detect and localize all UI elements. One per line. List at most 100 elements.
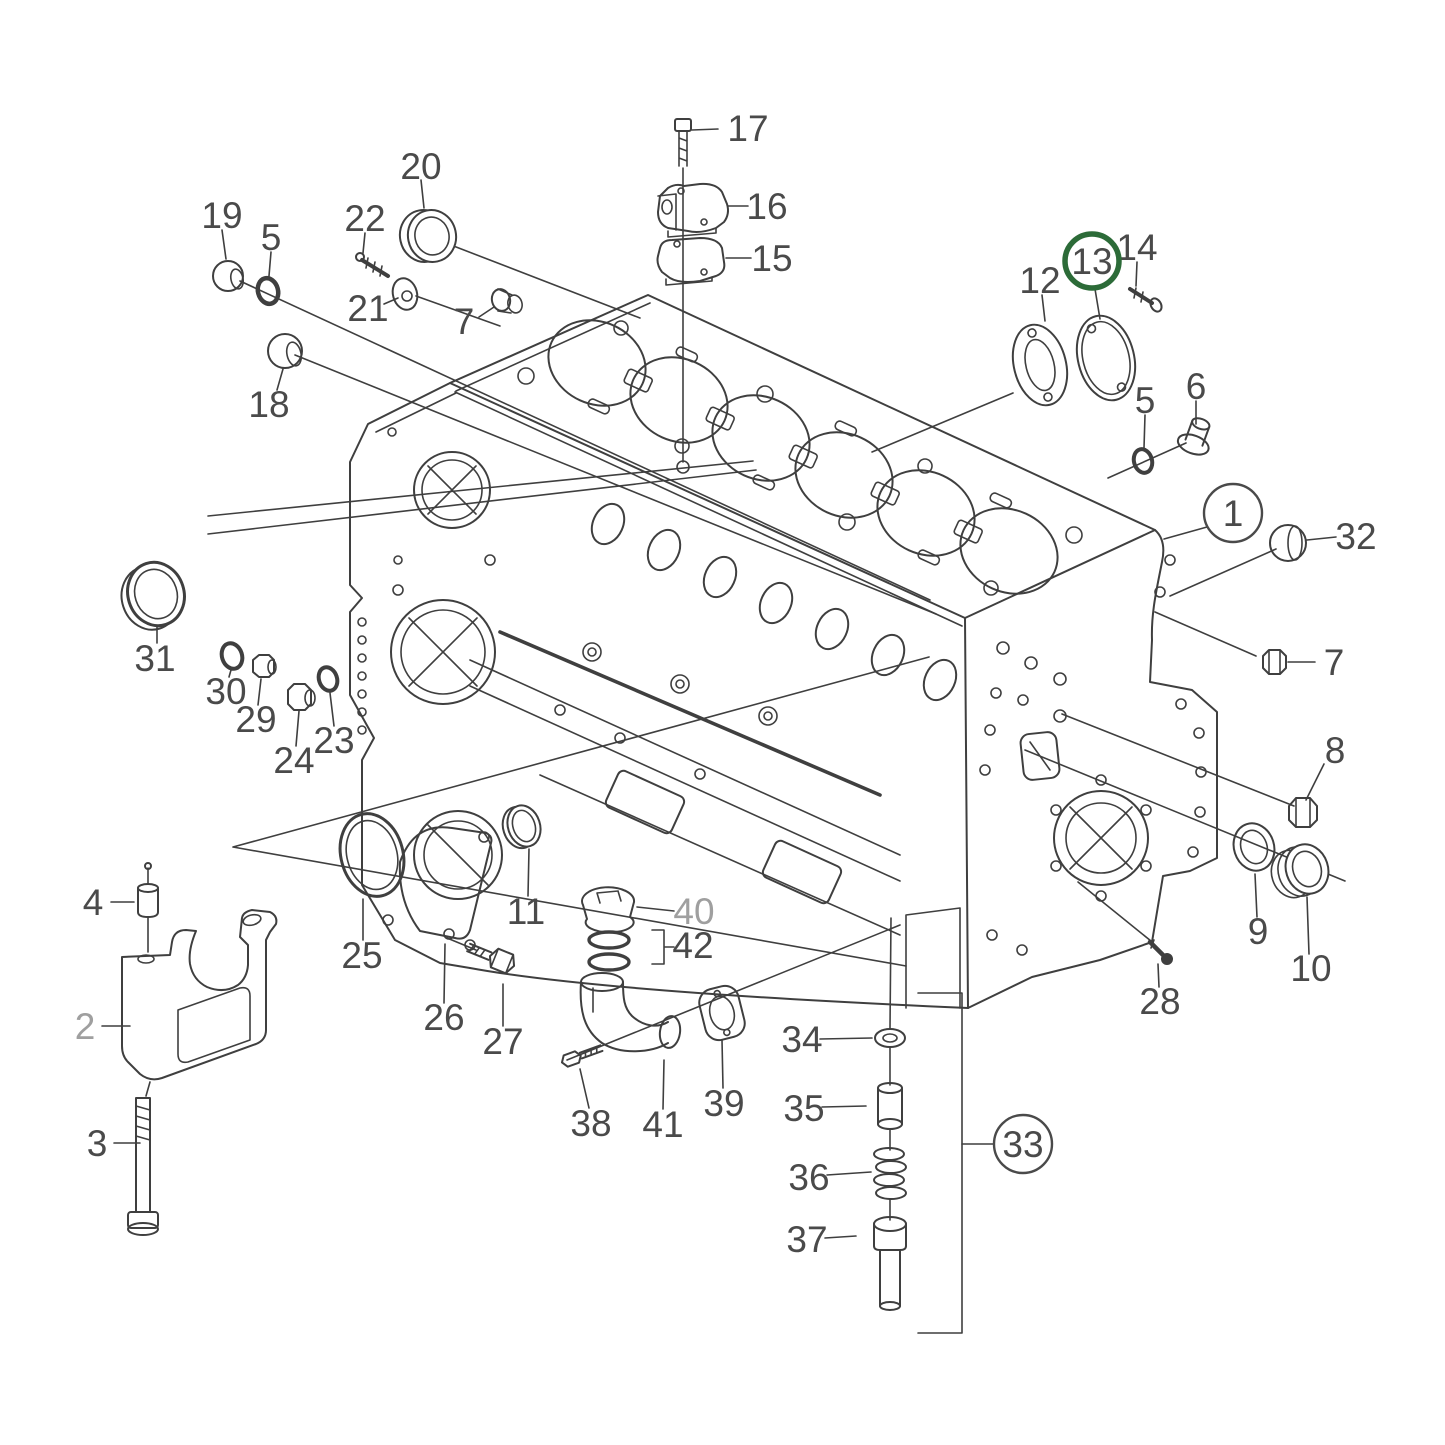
callout-29[interactable]: 29 [235, 699, 276, 740]
callout-38[interactable]: 38 [570, 1103, 611, 1144]
part-2-bearing-cap [121, 909, 278, 1097]
callout-1-circled[interactable]: 1 [1202, 482, 1264, 544]
part-6-plug [1176, 417, 1211, 456]
engine-block-drawing [349, 294, 1218, 1009]
part-42-o-rings [587, 930, 631, 972]
callout-22[interactable]: 22 [344, 198, 385, 239]
callout-32[interactable]: 32 [1335, 516, 1376, 557]
part-27-bolt [466, 942, 516, 975]
part-10-threaded-plug [1270, 843, 1330, 899]
part-5a-sealing-ring [255, 275, 281, 307]
callout-13-highlighted[interactable]: 13 [1062, 231, 1122, 291]
callout-36[interactable]: 36 [788, 1157, 829, 1198]
part-9-ring [1232, 822, 1276, 872]
part-13-cover [1075, 314, 1137, 402]
callout-37[interactable]: 37 [786, 1219, 827, 1260]
part-15-cover [656, 237, 726, 286]
callout-9[interactable]: 9 [1248, 911, 1269, 952]
callout-34[interactable]: 34 [781, 1019, 822, 1060]
part-3-bolt [127, 1097, 159, 1236]
timing-face [349, 382, 503, 969]
callout-7b[interactable]: 7 [1324, 642, 1345, 683]
part-17-bolt [674, 118, 692, 167]
part-5b-sealing-ring [1131, 447, 1155, 475]
callout-23[interactable]: 23 [313, 720, 354, 761]
callout-21[interactable]: 21 [347, 288, 388, 329]
callout-2[interactable]: 2 [75, 1006, 96, 1047]
part-24-plug [287, 683, 316, 711]
part-30-washer [219, 641, 245, 671]
callout-1: 1 [1223, 493, 1244, 534]
callout-leaders [110, 128, 1337, 1239]
callout-31[interactable]: 31 [134, 638, 175, 679]
part-36-spring [873, 1147, 907, 1221]
part-39-gasket [698, 984, 746, 1042]
callout-24[interactable]: 24 [273, 740, 314, 781]
part-25-seal-ring [338, 812, 406, 898]
callout-16[interactable]: 16 [746, 186, 787, 227]
side-face [469, 502, 969, 1009]
callout-labels: 17 20 19 22 5 14 13 12 16 15 21 7 18 6 5… [75, 108, 1377, 1260]
callout-11[interactable]: 11 [507, 891, 545, 932]
part-20-cup-plug [398, 209, 458, 263]
callout-3[interactable]: 3 [87, 1123, 108, 1164]
callout-5b[interactable]: 5 [1135, 380, 1156, 421]
callout-circle [1202, 482, 1264, 544]
highlight-ring [1062, 231, 1122, 291]
part-40-cap [581, 886, 636, 934]
callout-33-circled[interactable]: 33 [992, 1113, 1054, 1175]
part-23-washer [316, 665, 340, 693]
callout-20[interactable]: 20 [400, 146, 441, 187]
callout-30[interactable]: 30 [205, 671, 246, 712]
callout-14[interactable]: 14 [1116, 227, 1157, 268]
part-4-spacer [137, 862, 159, 918]
callout-19[interactable]: 19 [201, 195, 242, 236]
part-7b-plug [1262, 649, 1287, 675]
part-16-bracket [657, 182, 729, 238]
part-18-plug [267, 333, 303, 369]
callout-6[interactable]: 6 [1186, 366, 1207, 407]
part-7a-plug [490, 288, 523, 314]
callout-12[interactable]: 12 [1019, 260, 1060, 301]
callout-8[interactable]: 8 [1325, 730, 1346, 771]
rear-face [967, 529, 1218, 1009]
part-26-gasket [398, 826, 493, 951]
part-34-washer [874, 1028, 906, 1086]
part-35-pin [877, 1082, 903, 1151]
part-31-bushing [120, 560, 186, 631]
callout-27[interactable]: 27 [482, 1021, 523, 1062]
callout-7a[interactable]: 7 [454, 301, 475, 342]
callout-26[interactable]: 26 [423, 997, 464, 1038]
callout-17[interactable]: 17 [727, 108, 768, 149]
callout-25[interactable]: 25 [341, 935, 382, 976]
callout-circle [992, 1113, 1054, 1175]
muted-leaders [101, 906, 675, 1027]
callout-33: 33 [1002, 1124, 1043, 1165]
part-21-washer [391, 277, 419, 311]
callout-5a[interactable]: 5 [261, 217, 282, 258]
callout-13: 13 [1071, 241, 1112, 282]
callout-35[interactable]: 35 [783, 1088, 824, 1129]
part-22-stud [355, 252, 390, 278]
callout-28[interactable]: 28 [1139, 981, 1180, 1022]
callout-4[interactable]: 4 [83, 882, 104, 923]
part-32-cup-plug [1269, 524, 1307, 562]
callout-18[interactable]: 18 [248, 384, 289, 425]
callout-42[interactable]: 42 [672, 925, 713, 966]
callout-15[interactable]: 15 [751, 238, 792, 279]
callout-41[interactable]: 41 [642, 1104, 683, 1145]
part-8-plug [1288, 797, 1318, 828]
part-icons [120, 118, 1330, 1311]
callout-10[interactable]: 10 [1290, 948, 1331, 989]
part-14-screw [1128, 287, 1163, 313]
callout-40[interactable]: 40 [673, 891, 714, 932]
callout-39[interactable]: 39 [703, 1083, 744, 1124]
part-41-elbow-pipe [579, 972, 682, 1053]
part-19-plug [212, 260, 245, 292]
part-11-cup-plug [501, 804, 542, 850]
part-29-plug [252, 654, 277, 678]
part-37-tappet [873, 1216, 907, 1311]
part-12-gasket [1011, 323, 1069, 407]
